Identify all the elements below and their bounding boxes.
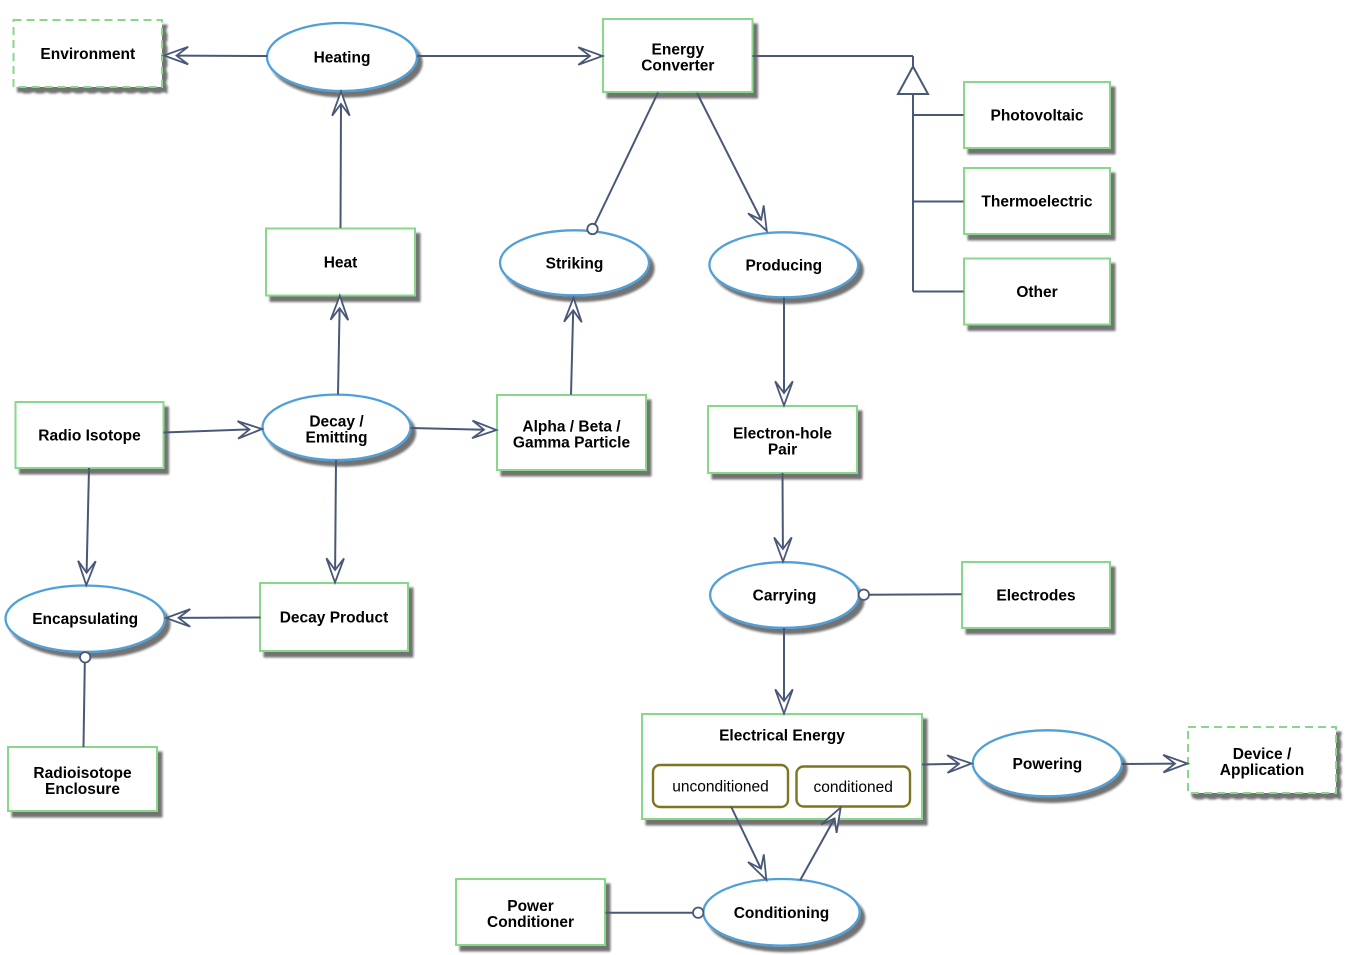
- svg-text:Radioisotope: Radioisotope: [33, 765, 132, 782]
- svg-text:Application: Application: [1220, 762, 1304, 779]
- svg-text:unconditioned: unconditioned: [672, 779, 769, 796]
- svg-text:Carrying: Carrying: [753, 588, 817, 605]
- svg-text:Producing: Producing: [745, 257, 822, 274]
- svg-text:Electrodes: Electrodes: [996, 588, 1075, 605]
- svg-text:Converter: Converter: [641, 58, 714, 75]
- svg-text:Radio Isotope: Radio Isotope: [38, 428, 141, 445]
- svg-text:Thermoelectric: Thermoelectric: [981, 194, 1093, 211]
- svg-text:Electron-hole: Electron-hole: [733, 426, 832, 443]
- svg-text:Power: Power: [507, 898, 554, 915]
- svg-text:Photovoltaic: Photovoltaic: [990, 108, 1083, 125]
- svg-text:Alpha / Beta /: Alpha / Beta /: [522, 419, 621, 436]
- svg-text:Heat: Heat: [324, 255, 358, 272]
- svg-text:Environment: Environment: [40, 46, 135, 63]
- svg-text:Electrical Energy: Electrical Energy: [719, 728, 845, 745]
- svg-text:Other: Other: [1016, 284, 1057, 301]
- svg-text:Energy: Energy: [652, 42, 705, 59]
- svg-text:Emitting: Emitting: [306, 430, 368, 447]
- svg-text:Decay Product: Decay Product: [280, 610, 389, 627]
- svg-text:Conditioning: Conditioning: [734, 905, 830, 922]
- svg-text:Gamma Particle: Gamma Particle: [513, 435, 631, 452]
- svg-text:Striking: Striking: [546, 255, 604, 272]
- svg-text:Heating: Heating: [314, 50, 371, 67]
- svg-text:Encapsulating: Encapsulating: [32, 611, 138, 628]
- svg-text:conditioned: conditioned: [814, 779, 893, 796]
- svg-text:Decay /: Decay /: [309, 413, 364, 430]
- svg-text:Conditioner: Conditioner: [487, 914, 574, 931]
- svg-text:Pair: Pair: [768, 442, 797, 459]
- svg-text:Enclosure: Enclosure: [45, 781, 120, 798]
- svg-text:Device /: Device /: [1233, 746, 1292, 763]
- svg-text:Powering: Powering: [1013, 756, 1083, 773]
